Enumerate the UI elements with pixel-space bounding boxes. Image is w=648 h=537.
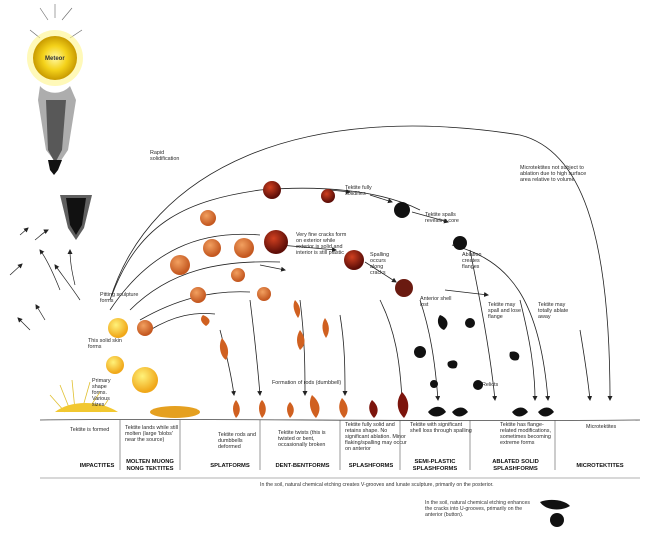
annotation-still-solid: This solid skin forms	[88, 338, 122, 350]
molten-blobs	[106, 318, 158, 393]
annotation-primary-shape: Primary shape forms. Various sizes	[92, 378, 111, 408]
spalled-shapes	[394, 202, 570, 527]
desc-spalled-shell: Tektite with significant shell loss thro…	[410, 422, 472, 434]
desc-twisted-bent: Tektite twists (this is twisted or bent,…	[278, 430, 326, 448]
desc-microtektites: Microtektites	[586, 424, 617, 430]
category-impactites: IMPACTITES	[79, 463, 115, 469]
category-dent-bentforms: DENT-BENTFORMS	[275, 463, 330, 469]
footnote-soil-1: In the soil, natural chemical etching cr…	[260, 482, 494, 488]
category-splashforms: SPLASHFORMS	[348, 463, 394, 469]
annotation-ablation-creates: Ablation creates flanges	[462, 252, 482, 270]
splashform-shapes	[369, 392, 409, 418]
annotation-may-totally-ablate: Tektite may totally ablate away	[538, 302, 569, 320]
annotation-relicts: Relicts	[482, 382, 499, 388]
cooling-spheres	[170, 181, 413, 303]
annotation-microtektites-note: Microtektites not subject to ablation du…	[520, 165, 587, 183]
plume-icon	[60, 195, 92, 240]
ejecta-arrows	[9, 227, 81, 331]
annotation-anterior-shell-lost: Anterior shell lost	[420, 296, 452, 308]
impact-splash	[49, 379, 200, 418]
category-semi-plastic: SEMI-PLASTIC SPLASHFORMS	[412, 459, 458, 472]
rod-dumbbell-shapes	[201, 300, 348, 418]
trajectory-arcs	[109, 125, 613, 401]
desc-tektite-formed: Tektite is formed	[70, 427, 110, 433]
annotation-may-spall-flange: Tektite may spall and lose flange	[488, 302, 521, 320]
ground-line	[39, 419, 641, 421]
category-molten-muong-nong: MOLTEN MUONG NONG TEKTITES	[126, 459, 174, 472]
annotation-pitting-sculpture: Pitting sculpture forms	[100, 292, 139, 304]
annotation-fine-cracks: Very fine cracks form on exterior while …	[296, 232, 347, 256]
category-splatforms: SPLATFORMS	[210, 463, 250, 469]
meteor-label: Meteor	[45, 56, 65, 62]
meteor-icon	[27, 4, 83, 175]
annotation-formation-dumbbell: Formation of rods (dumbbell)	[272, 380, 342, 386]
desc-rods-deformed: Tektite rods and dumbbells deformed	[218, 432, 257, 450]
category-ablated-solid: ABLATED SOLID SPLASHFORMS	[492, 459, 539, 472]
desc-flanged: Tektite has flange-related modifications…	[500, 422, 551, 446]
category-dividers	[119, 420, 556, 470]
annotation-spalls-core: Tektite spalls revealing core	[425, 212, 459, 224]
footnote-soil-2: In the soil, natural chemical etching en…	[425, 500, 530, 518]
category-microtektites: MICROTEKTITES	[576, 463, 624, 469]
annotation-spalling-occurs: Spalling occurs along cracks	[370, 252, 390, 276]
annotation-rapid-solidification: Rapid solidification	[150, 150, 180, 162]
desc-molten-note: Tektite lands while still molten (large …	[125, 425, 179, 443]
annotation-fully-solidifies: Tektite fully solidifies	[345, 185, 372, 197]
desc-retains-shape: Tektite fully solid and retains shape. N…	[345, 422, 407, 452]
